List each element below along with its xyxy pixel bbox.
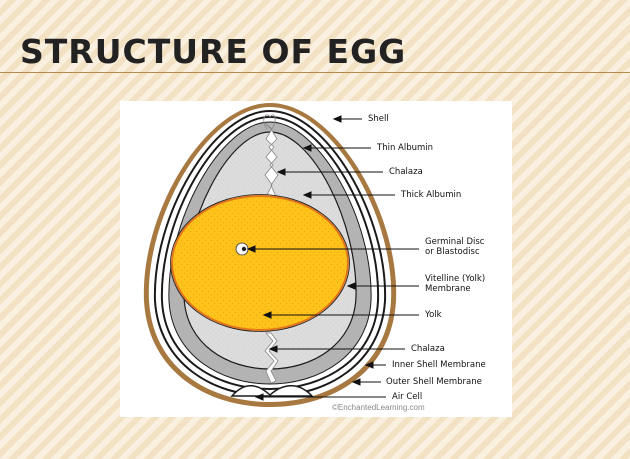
slide-title: STRUCTURE OF EGG xyxy=(20,32,407,71)
egg-diagram: Shell Thin Albumin Chalaza Thick Albumin… xyxy=(120,101,512,417)
vitelline-membrane xyxy=(170,194,350,332)
label-shell: Shell xyxy=(368,114,389,124)
label-chalaza-top: Chalaza xyxy=(389,167,423,177)
yolk-texture xyxy=(173,197,347,329)
label-air-cell: Air Cell xyxy=(392,392,423,402)
air-cell xyxy=(230,385,314,397)
label-germinal-disc: Germinal Disc or Blastodisc xyxy=(425,237,485,257)
label-outer-shell-membrane: Outer Shell Membrane xyxy=(386,377,482,387)
label-chalaza-bottom: Chalaza xyxy=(411,344,445,354)
label-thick-albumin: Thick Albumin xyxy=(401,190,462,200)
label-arrows xyxy=(246,115,419,401)
label-vitelline-membrane: Vitelline (Yolk) Membrane xyxy=(425,274,486,294)
image-credit: ©EnchantedLearning.com xyxy=(332,403,425,412)
chalaza-top-knot xyxy=(263,114,276,130)
label-thin-albumin: Thin Albumin xyxy=(377,143,434,153)
title-rule xyxy=(0,72,630,73)
label-inner-shell-membrane: Inner Shell Membrane xyxy=(392,360,486,370)
chalaza-bottom xyxy=(264,332,279,384)
egg-illustration xyxy=(143,103,419,407)
germinal-disc-center xyxy=(241,246,247,252)
label-yolk: Yolk xyxy=(425,310,442,320)
